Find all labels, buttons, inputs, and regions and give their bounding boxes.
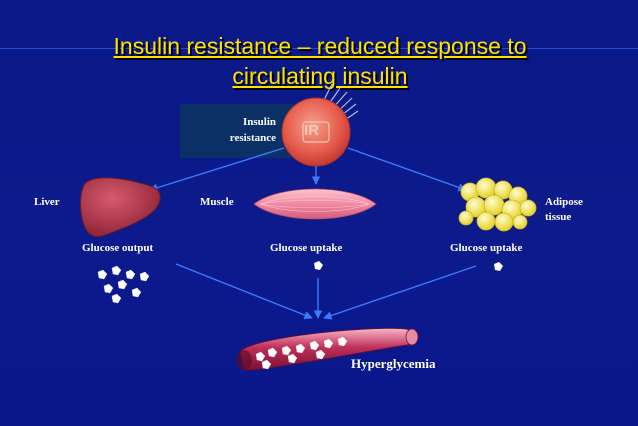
glucose-molecule-adipose [494, 262, 503, 271]
muscle-effect-label: Glucose uptake [270, 242, 343, 254]
adipose-label-line2: tissue [545, 211, 572, 223]
liver-organ [80, 177, 161, 237]
blood-vessel [236, 328, 419, 371]
glucose-molecules-blood [255, 336, 348, 370]
title-underline-rule [0, 48, 638, 49]
glucose-molecules-liver [97, 265, 150, 304]
adipose-effect-label: Glucose uptake [450, 242, 523, 254]
converging-arrows [175, 263, 477, 320]
liver-label: Liver [34, 196, 60, 208]
hyperglycemia-label: Hyperglycemia [351, 356, 436, 371]
adipose-tissue [458, 177, 537, 232]
liver-effect-label: Glucose output [82, 242, 154, 254]
signal-arrows [149, 147, 467, 192]
muscle-label: Muscle [200, 196, 234, 208]
adipose-label-line1: Adipose [545, 196, 583, 208]
insulin-label: Insulin [242, 116, 276, 128]
slide-title-line2: circulating insulin [232, 63, 408, 89]
ir-badge: IR [304, 122, 319, 139]
muscle-organ [253, 188, 377, 220]
slide-title-line1: Insulin resistance – reduced response to [113, 33, 527, 59]
glucose-molecule-muscle [314, 261, 323, 270]
resistance-label: resistance [229, 132, 276, 144]
